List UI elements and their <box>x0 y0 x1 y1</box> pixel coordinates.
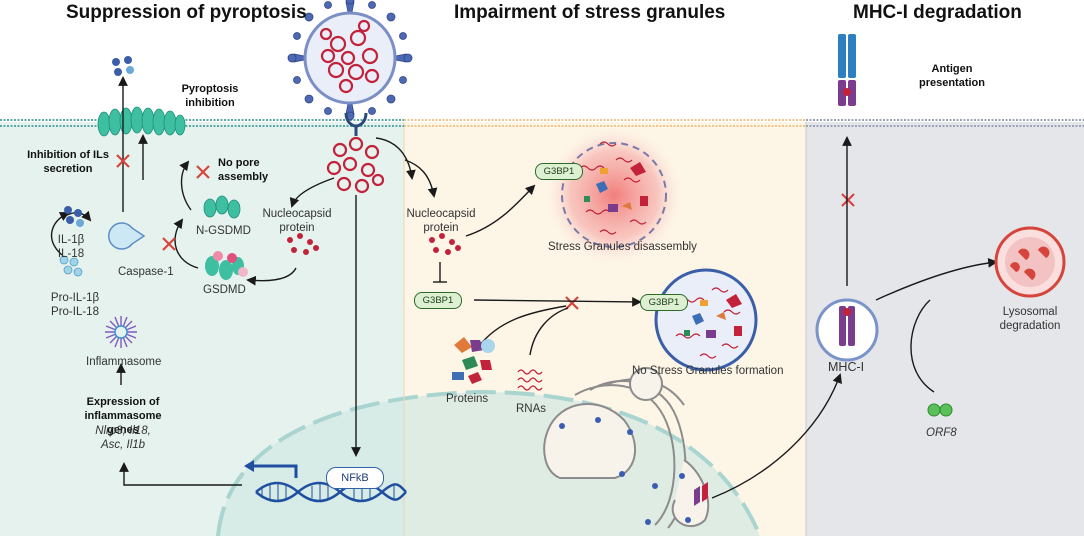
label-il: IL-1β IL-18 <box>57 234 85 260</box>
label-no-formation: No Stress Granules formation <box>632 365 784 377</box>
inflammasome-icon <box>105 316 137 348</box>
cell-membrane <box>0 119 1084 127</box>
viral-rna-icon <box>326 136 385 194</box>
proteins-icon <box>452 337 495 384</box>
label-n-gsdmd: N-GSDMD <box>196 225 251 237</box>
label-caspase: Caspase-1 <box>118 266 174 278</box>
label-inflammasome: Inflammasome <box>86 356 162 368</box>
nucleocapsid-dots-left <box>287 233 319 255</box>
ribosomes <box>559 417 691 525</box>
caspase-icon <box>108 222 146 250</box>
g3bp1-right-box: G3BP1 <box>640 294 688 311</box>
label-mhc-i: MHC-I <box>828 360 865 374</box>
label-orf8: ORF8 <box>926 427 957 439</box>
label-nucleocapsid-mid: Nucleocapsid protein <box>406 208 476 234</box>
g3bp1-mid-box: G3BP1 <box>414 292 462 309</box>
receptor-icon <box>344 112 368 136</box>
label-genes: Nlrp3, Il18, Asc, Il1b <box>95 425 151 451</box>
label-lysosomal: Lysosomal degradation <box>999 306 1061 332</box>
label-antigen: Antigen presentation <box>918 63 985 89</box>
label-expression: Expression of inflammasome genes <box>84 396 162 436</box>
g3bp1-top-box: G3BP1 <box>535 163 583 180</box>
stress-granule-disassembled-icon <box>546 127 682 263</box>
title-pyroptosis: Suppression of pyroptosis <box>66 2 307 23</box>
pro-il-icon <box>59 255 83 277</box>
lysosome-icon <box>994 226 1066 298</box>
nucleocapsid-dots-mid <box>429 233 461 255</box>
inhibit-x-marks <box>116 154 855 310</box>
n-gsdmd-icon <box>203 195 241 219</box>
label-rnas: RNAs <box>516 403 547 415</box>
label-disassembly: Stress Granules disassembly <box>548 241 697 253</box>
label-pro-il: Pro-IL-1β Pro-IL-18 <box>50 292 100 318</box>
il-icon <box>64 206 84 227</box>
gsdmd-icon <box>205 251 248 280</box>
label-no-pore: No pore assembly <box>218 157 269 183</box>
label-inhibition-ils: Inhibition of ILs secretion <box>27 149 109 175</box>
secreted-il-icon <box>112 56 134 76</box>
rna-released-icon <box>599 141 617 147</box>
stress-granule-icon <box>654 268 758 372</box>
mhc-surface-icon <box>838 34 856 106</box>
orf8-icon <box>927 403 953 417</box>
virus-icon <box>287 0 413 121</box>
golgi-er <box>543 367 710 529</box>
label-gsdmd: GSDMD <box>203 284 246 296</box>
title-mhc: MHC-I degradation <box>853 2 1022 23</box>
nfkb-badge: NFkB <box>326 467 384 489</box>
rnas-icon <box>517 369 543 391</box>
gsdmd-pore-icon <box>97 106 186 137</box>
label-nucleocapsid-left: Nucleocapsid protein <box>262 208 332 234</box>
mhc-vesicle-icon <box>815 298 879 362</box>
label-proteins: Proteins <box>446 393 489 405</box>
label-pyroptosis-inhibition: Pyroptosis inhibition <box>181 83 239 109</box>
title-stress-granules: Impairment of stress granules <box>454 2 726 23</box>
mhc-in-golgi-icon <box>694 482 708 506</box>
